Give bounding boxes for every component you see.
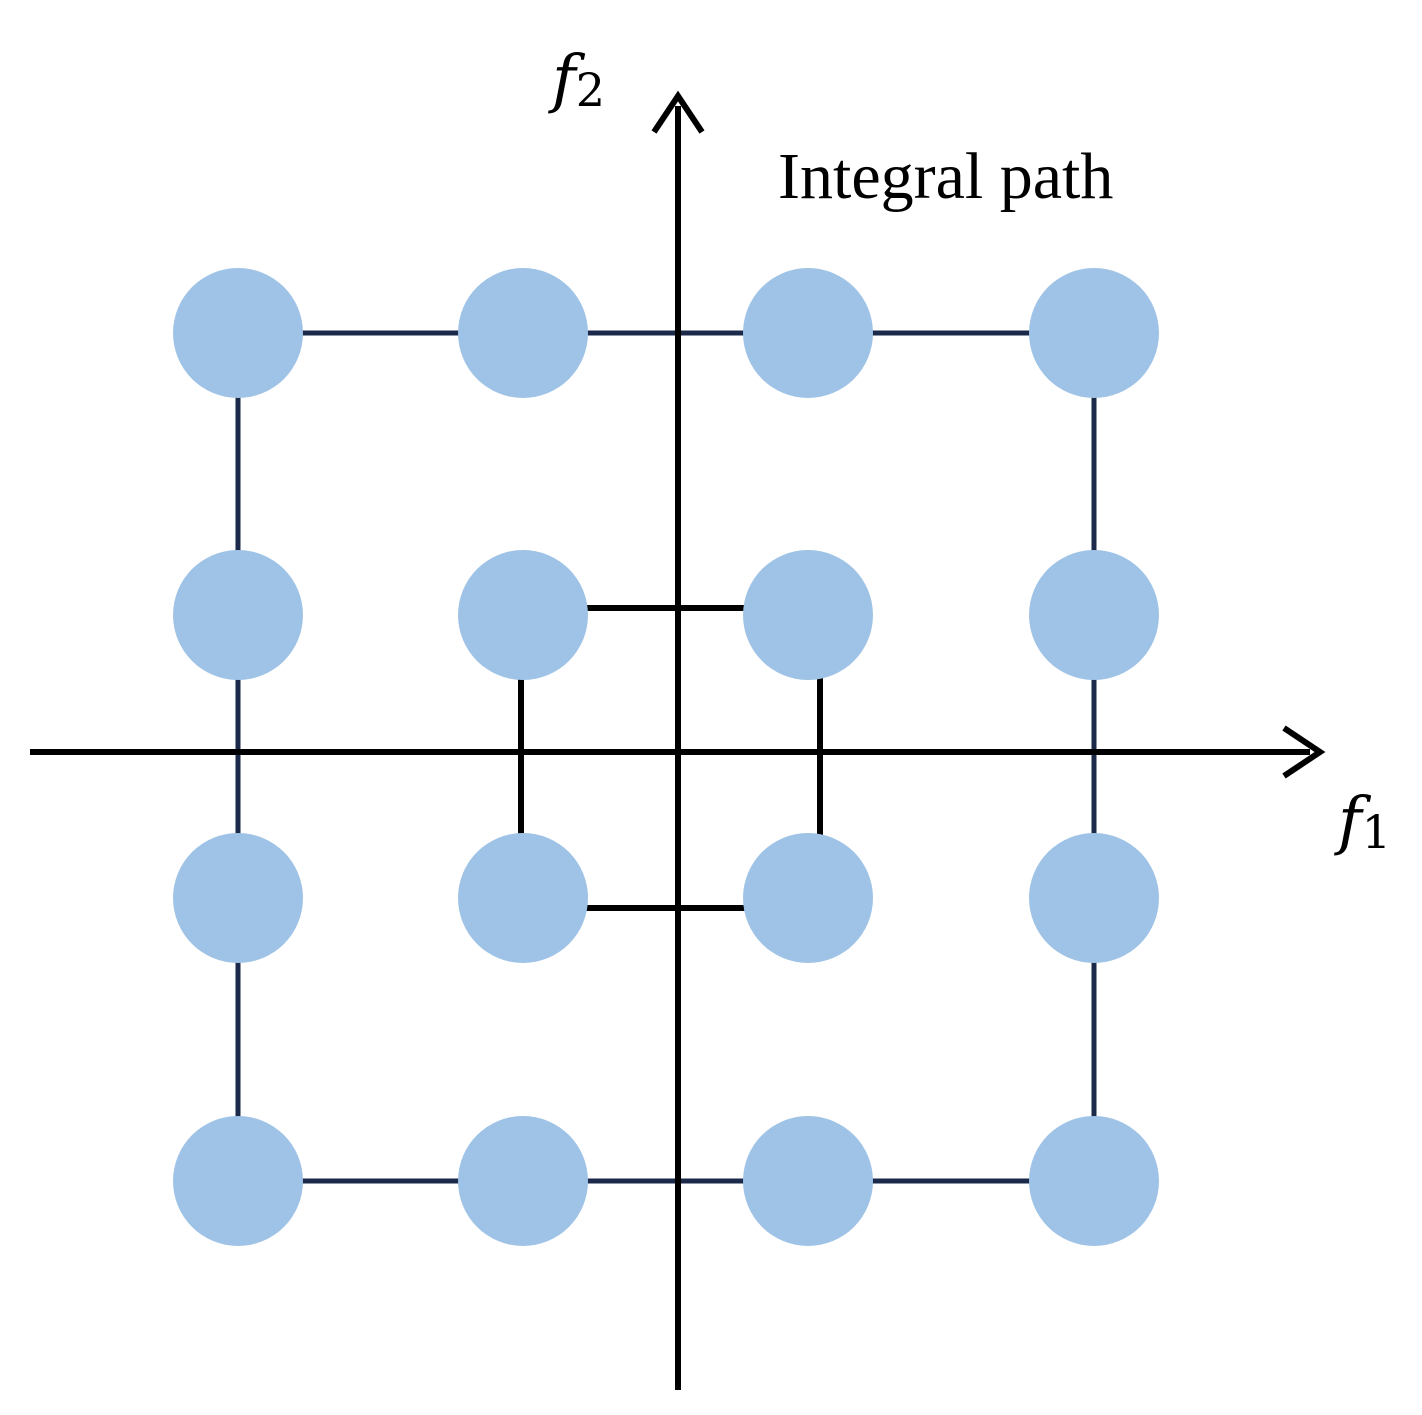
grid-node-r3-c1	[173, 833, 303, 963]
f1-axis-label: f1	[1334, 784, 1391, 859]
f1-label-subscript: 1	[1362, 805, 1391, 859]
f2-axis-arrowhead	[651, 90, 705, 134]
grid-node-r3-c4	[1029, 833, 1159, 963]
axes	[30, 90, 1326, 1390]
integral-path-annotation: Integral path	[778, 140, 1113, 213]
grid-node-r2-c2	[458, 550, 588, 680]
f1-axis-arrowhead	[1282, 725, 1326, 779]
grid-node-r2-c3	[743, 550, 873, 680]
grid-node-r4-c4	[1029, 1116, 1159, 1246]
grid-nodes	[173, 268, 1159, 1246]
f2-label-subscript: 2	[576, 63, 605, 117]
grid-node-r1-c2	[458, 268, 588, 398]
grid-node-r1-c1	[173, 268, 303, 398]
grid-node-r3-c3	[743, 833, 873, 963]
grid-node-r1-c4	[1029, 268, 1159, 398]
grid-node-r2-c1	[173, 550, 303, 680]
grid-node-r2-c4	[1029, 550, 1159, 680]
grid-node-r3-c2	[458, 833, 588, 963]
grid-node-r1-c3	[743, 268, 873, 398]
grid-node-r4-c1	[173, 1116, 303, 1246]
grid-node-r4-c2	[458, 1116, 588, 1246]
outer-integral-path	[235, 330, 1097, 1184]
grid-node-r4-c3	[743, 1116, 873, 1246]
f2-axis-label: f2	[548, 42, 605, 117]
